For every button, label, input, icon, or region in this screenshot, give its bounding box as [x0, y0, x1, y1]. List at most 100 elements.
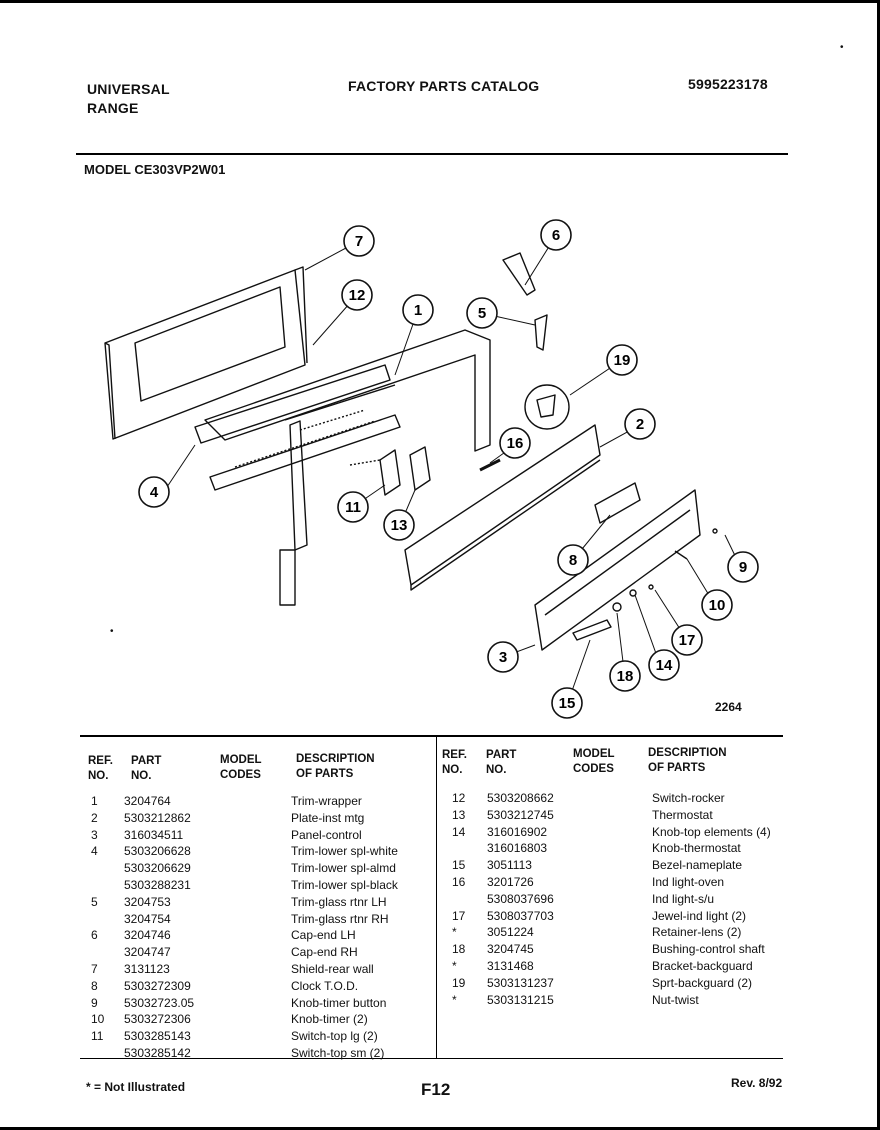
- part-number-cell: 3131468: [487, 958, 534, 973]
- description-cell: Knob-timer button: [291, 995, 387, 1010]
- part-knob: [612, 602, 622, 612]
- callout-2: 2: [624, 408, 656, 440]
- exploded-parts-diagram: 7 12 1 6 5 19 4 16 2 11 13 8 9 10 17 3 1…: [104, 219, 759, 719]
- brand-line-2: RANGE: [87, 100, 139, 116]
- part-number-cell: 5308037696: [487, 891, 554, 906]
- ref-cell: 1: [91, 794, 98, 808]
- ref-cell: 11: [91, 1029, 104, 1044]
- part-lower-trim: [194, 364, 401, 491]
- callout-label: 18: [617, 668, 634, 685]
- table-row: 16 3201726 Ind light-oven: [440, 874, 785, 891]
- description-cell: Knob-timer (2): [291, 1012, 368, 1027]
- revision: Rev. 8/92: [731, 1076, 783, 1090]
- callout-label: 19: [614, 352, 631, 369]
- description-cell: Shield-rear wall: [291, 961, 374, 976]
- description-cell: Bezel-nameplate: [652, 858, 743, 873]
- description-cell: Retainer-lens (2): [652, 925, 742, 940]
- callout-7: 7: [343, 225, 375, 257]
- part-number-cell: 316016803: [487, 841, 548, 856]
- description-cell: Trim-glass rtnr LH: [291, 894, 387, 909]
- description-cell: Ind light-oven: [652, 874, 725, 889]
- part-number-cell: 5303272309: [124, 978, 191, 993]
- description-cell: Trim-lower spl-almd: [291, 861, 396, 876]
- callout-label: 5: [478, 305, 486, 322]
- description-cell: Clock T.O.D.: [291, 978, 359, 993]
- ref-cell: *: [452, 992, 457, 1007]
- callout-label: 15: [559, 695, 576, 712]
- table-top-rule: [80, 735, 783, 737]
- header-ref-right: REF.NO.: [442, 749, 467, 776]
- callout-13: 13: [383, 509, 415, 541]
- header-ref-left: REF.NO.: [88, 755, 113, 782]
- ref-cell: 10: [91, 1012, 105, 1027]
- callout-12: 12: [341, 279, 373, 311]
- part-number-cell: 3204747: [124, 945, 171, 960]
- part-bezel: [572, 619, 612, 641]
- model-label: MODEL CE303VP2W01: [84, 162, 226, 177]
- callout-label: 10: [709, 597, 726, 614]
- callout-label: 2: [636, 416, 644, 433]
- description-cell: Knob-top elements (4): [652, 824, 771, 839]
- ref-cell: 18: [452, 942, 466, 957]
- callout-label: 16: [507, 435, 524, 452]
- ref-cell: 16: [452, 874, 466, 889]
- description-cell: Switch-rocker: [652, 791, 725, 805]
- description-cell: Cap-end RH: [291, 945, 358, 960]
- part-number-cell: 5303206629: [124, 861, 191, 876]
- callout-label: 4: [150, 484, 159, 501]
- part-number-cell: 5303131215: [487, 992, 554, 1007]
- callout-label: 7: [355, 233, 363, 250]
- callout-label: 14: [656, 657, 673, 674]
- table-row: 5308037696 Ind light-s/u: [440, 891, 785, 908]
- part-number-cell: 5308037703: [487, 908, 554, 923]
- description-cell: Trim-glass rtnr RH: [291, 911, 389, 926]
- part-trim-wrapper: [204, 329, 491, 606]
- callout-label: 1: [414, 302, 422, 319]
- part-clock: [594, 482, 641, 524]
- part-number-cell: 3131123: [124, 961, 170, 976]
- part-number-cell: 5303206628: [124, 844, 191, 859]
- part-number-cell: 3204764: [124, 794, 171, 808]
- part-number-cell: 3201726: [487, 874, 534, 889]
- part-number-cell: 316034511: [124, 827, 184, 842]
- part-number-cell: 3051224: [487, 925, 534, 940]
- description-cell: Plate-inst mtg: [291, 810, 365, 825]
- ref-cell: 2: [91, 810, 98, 825]
- callout-label: 12: [349, 287, 366, 304]
- ref-cell: 5: [91, 894, 98, 909]
- footnote: * = Not Illustrated: [86, 1080, 186, 1094]
- description-cell: Jewel-ind light (2): [652, 908, 747, 923]
- part-number-cell: 5303285142: [124, 1045, 191, 1060]
- callout-label: 3: [499, 649, 507, 666]
- part-plate-inst: [404, 424, 601, 591]
- callout-label: 6: [552, 227, 560, 244]
- catalog-title: FACTORY PARTS CATALOG: [348, 78, 540, 94]
- description-cell: Ind light-s/u: [652, 891, 715, 906]
- callout-label: 11: [345, 499, 361, 516]
- ref-cell: 6: [91, 928, 98, 943]
